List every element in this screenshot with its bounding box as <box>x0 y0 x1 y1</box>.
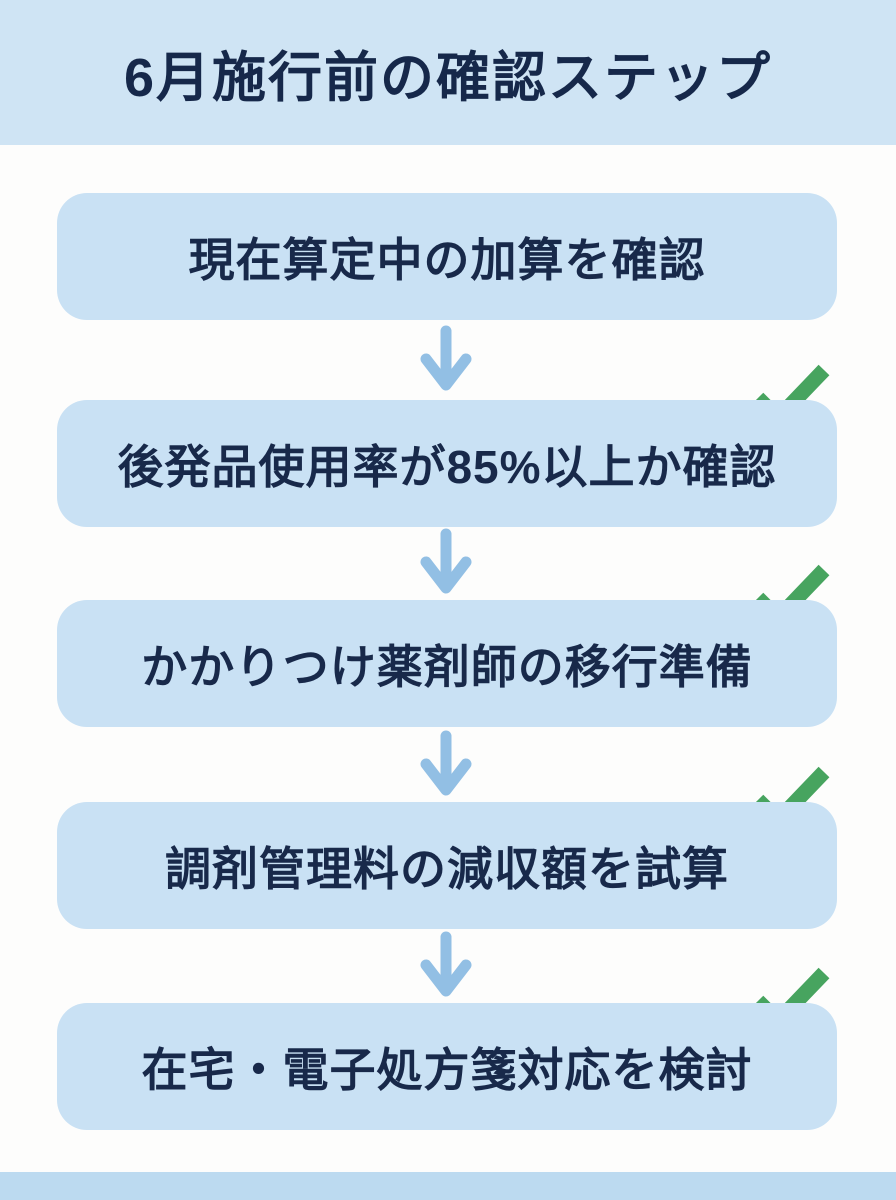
step-label: かかりつけ薬剤師の移行準備 <box>141 640 753 693</box>
step-label: 調剤管理料の減収額を試算 <box>165 842 729 895</box>
step-box-3: かかりつけ薬剤師の移行準備 <box>57 600 837 727</box>
page-title: 6月施行前の確認ステップ <box>123 48 773 108</box>
step-label: 在宅・電子処方箋対応を検討 <box>141 1043 753 1096</box>
step-box-1: 現在算定中の加算を確認 <box>57 193 837 320</box>
step-label: 現在算定中の加算を確認 <box>188 233 706 286</box>
down-arrow-icon <box>418 931 474 999</box>
step-box-2: 後発品使用率が85%以上か確認 <box>57 400 837 527</box>
down-arrow-icon <box>418 730 474 798</box>
step-box-5: 在宅・電子処方箋対応を検討 <box>57 1003 837 1130</box>
step-label: 後発品使用率が85%以上か確認 <box>117 440 777 493</box>
down-arrow-icon <box>418 528 474 596</box>
header-band: 6月施行前の確認ステップ <box>0 0 896 145</box>
down-arrow-icon <box>418 325 474 393</box>
step-box-4: 調剤管理料の減収額を試算 <box>57 802 837 929</box>
footer-band <box>0 1172 896 1200</box>
